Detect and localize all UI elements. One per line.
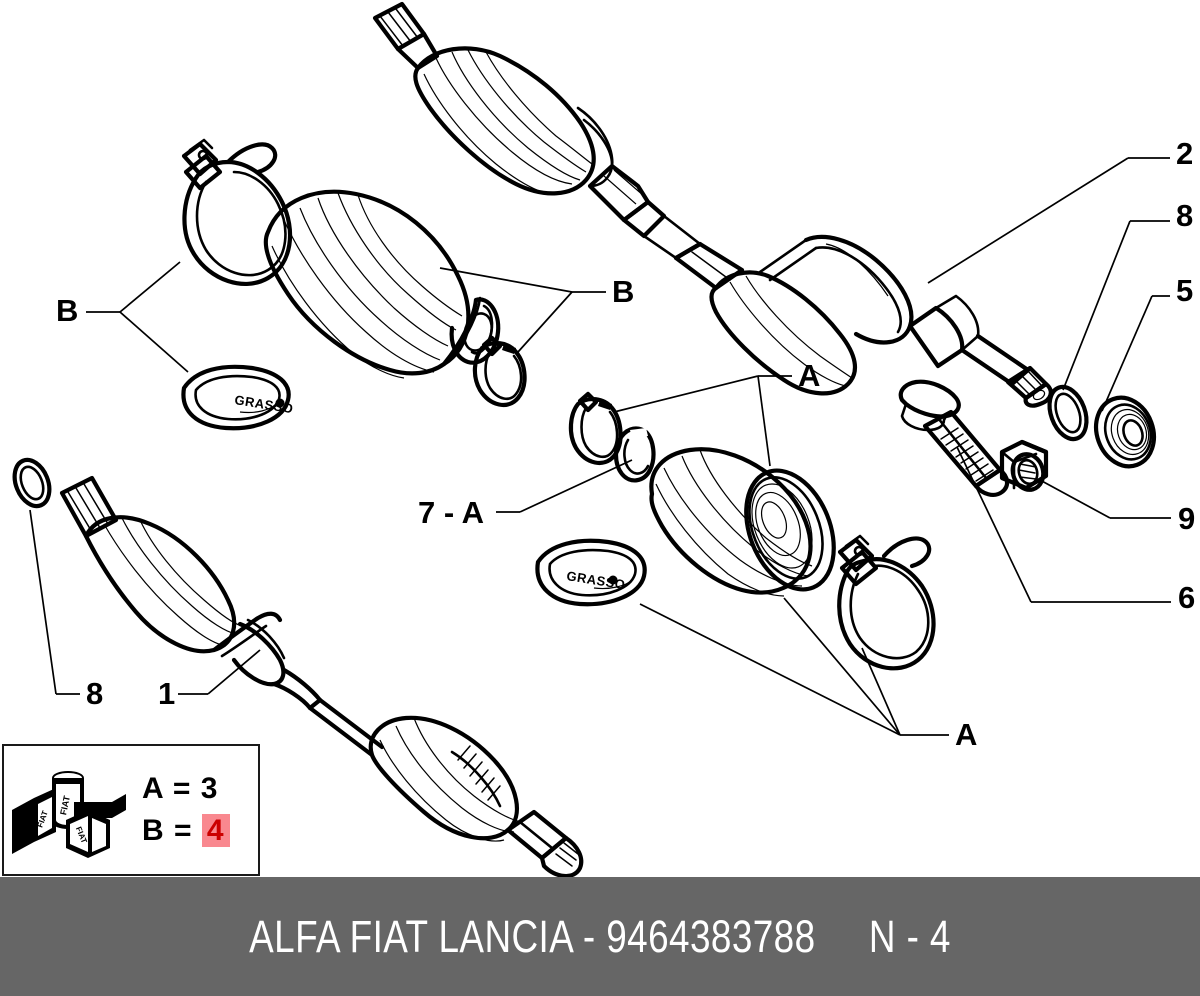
legend-values: A = 3 B = 4 [136,772,258,847]
grease-packet-left: GRASSO [181,364,294,431]
legend-row-b: B = 4 [142,814,258,847]
callout-a-bottom: A [955,717,978,752]
callout-item-8-right: 8 [1176,198,1194,233]
top-shaft-spline-end [372,1,440,71]
cv-boot-large-left [263,189,501,379]
footer-bar: ALFA FIAT LANCIA - 9464383788 N - 4 [0,877,1200,996]
legend-row-b-prefix: B = [142,814,202,847]
top-cv-joint-housing [709,234,1053,408]
fiat-packaging-icon: FIAT FIAT FIAT [4,746,136,874]
callout-item-9: 9 [1178,501,1196,536]
boot-clamp-large-right [837,534,936,671]
legend-box: FIAT FIAT FIAT A = 3 B = 4 [2,744,260,876]
callout-b-left: B [56,293,79,328]
svg-text:FIAT: FIAT [58,794,72,815]
callout-a-center: A [798,358,821,393]
bolt-item-6 [898,379,1010,497]
bottom-driveshaft-assembly [59,475,584,879]
callout-item-5: 5 [1176,273,1194,308]
boot-clamp-small-center [472,335,527,408]
cv-boot-center [649,447,836,597]
o-ring-item-8-left [12,457,52,509]
snap-ring-small [613,426,656,483]
grease-packet-right: GRASSO [535,538,647,607]
legend-row-a: A = 3 [142,772,219,805]
o-ring-item-8-right [1047,384,1089,442]
top-cv-boot [413,46,614,196]
callout-item-8-left: 8 [86,676,104,711]
boot-clamp-small-upper-center [568,391,623,466]
fiat-packaging-icon-svg: FIAT FIAT FIAT [12,771,126,858]
callout-7-a: 7 - A [418,495,485,530]
legend-row-b-value: 4 [201,814,230,847]
boot-clamp-large-left [181,138,293,286]
callout-b-center: B [612,274,635,309]
top-driveshaft-assembly [372,1,1053,408]
callout-item-2: 2 [1176,136,1194,171]
leader-lines [29,157,1171,736]
callout-item-6: 6 [1178,580,1196,615]
footer-text: ALFA FIAT LANCIA - 9464383788 N - 4 [249,910,951,962]
hex-nut-item-9 [999,439,1049,492]
callout-item-1: 1 [158,676,176,711]
top-shaft-neck [587,163,745,291]
bearing-seal-item-5 [1093,395,1157,469]
